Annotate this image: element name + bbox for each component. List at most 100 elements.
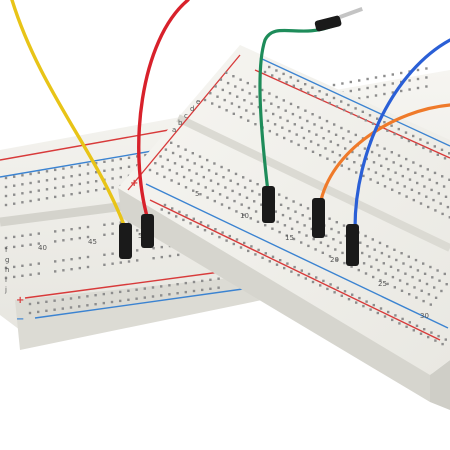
breadboard-hole xyxy=(4,236,8,240)
breadboard-hole xyxy=(62,229,65,232)
breadboard-hole xyxy=(270,102,273,105)
breadboard-hole xyxy=(307,91,310,94)
breadboard-hole xyxy=(256,183,259,186)
breadboard-hole xyxy=(4,246,8,250)
breadboard-hole xyxy=(176,283,179,286)
breadboard-hole xyxy=(328,217,331,220)
breadboard-hole xyxy=(440,148,444,151)
breadboard-hole xyxy=(13,175,16,178)
breadboard-hole xyxy=(217,286,220,289)
breadboard-hole xyxy=(281,213,285,217)
breadboard-hole xyxy=(235,210,238,213)
breadboard-hole xyxy=(369,308,372,311)
breadboard-hole xyxy=(383,83,386,87)
breadboard-hole xyxy=(201,279,204,283)
breadboard-hole xyxy=(431,276,434,279)
breadboard-hole xyxy=(156,172,159,175)
breadboard-hole xyxy=(397,154,401,157)
breadboard-hole xyxy=(29,199,32,203)
breadboard-hole xyxy=(376,144,379,147)
breadboard-hole xyxy=(70,258,73,261)
breadboard-hole xyxy=(396,181,399,185)
breadboard-hole xyxy=(439,202,442,205)
breadboard-hole xyxy=(236,95,239,98)
breadboard-hole xyxy=(62,185,65,188)
breadboard-hole xyxy=(343,290,347,293)
breadboard-hole xyxy=(167,211,171,215)
breadboard-hole xyxy=(422,146,425,150)
breadboard-hole xyxy=(434,296,438,299)
breadboard-hole xyxy=(385,157,388,161)
breadboard-hole xyxy=(163,175,166,179)
back-rail-red-top xyxy=(0,127,181,161)
breadboard-hole xyxy=(206,158,209,162)
breadboard-hole xyxy=(207,169,211,172)
breadboard-hole xyxy=(404,272,407,275)
breadboard-hole xyxy=(70,166,73,169)
back-column-number-40: 40 xyxy=(38,244,47,252)
breadboard-hole xyxy=(354,133,357,137)
breadboard-hole xyxy=(4,185,8,189)
breadboard-hole xyxy=(357,268,360,272)
breadboard-hole xyxy=(70,184,73,187)
breadboard-hole xyxy=(245,196,249,199)
breadboard-hole xyxy=(397,269,400,272)
breadboard-hole xyxy=(168,293,171,296)
breadboard-hole xyxy=(271,74,274,77)
breadboard-hole xyxy=(412,329,415,332)
breadboard-hole xyxy=(268,129,271,133)
breadboard-hole xyxy=(416,68,420,72)
breadboard-hole xyxy=(197,182,200,186)
breadboard-hole xyxy=(406,282,409,286)
breadboard-hole xyxy=(177,182,180,185)
breadboard-hole xyxy=(184,148,187,151)
back-column-number-45: 45 xyxy=(88,238,97,246)
breadboard-hole xyxy=(37,189,40,192)
breadboard-hole xyxy=(420,289,423,292)
breadboard-hole xyxy=(94,294,97,297)
breadboard-hole xyxy=(300,126,304,129)
breadboard-hole xyxy=(249,217,252,220)
breadboard-hole xyxy=(160,208,163,211)
breadboard-hole xyxy=(408,321,411,324)
breadboard-hole xyxy=(434,339,437,342)
breadboard-hole xyxy=(292,200,295,203)
breadboard-hole xyxy=(86,225,90,229)
breadboard-hole xyxy=(111,232,114,235)
breadboard-hole xyxy=(387,168,390,171)
breadboard-hole xyxy=(215,172,218,175)
breadboard-hole xyxy=(395,258,398,262)
breadboard-hole xyxy=(314,248,317,251)
breadboard-hole xyxy=(271,227,274,230)
breadboard-hole xyxy=(387,310,390,314)
breadboard-hole xyxy=(154,162,157,165)
breadboard-hole xyxy=(355,301,358,304)
breadboard-hole xyxy=(111,222,114,225)
blue-wire xyxy=(353,38,450,230)
breadboard-hole xyxy=(401,317,404,321)
breadboard-hole xyxy=(111,262,114,265)
breadboard-hole xyxy=(195,172,198,175)
breadboard-hole xyxy=(374,76,378,79)
breadboard-hole xyxy=(78,266,81,270)
breadboard-hole xyxy=(391,318,394,322)
breadboard-hole xyxy=(127,165,131,168)
front-column-number-10: 10 xyxy=(240,212,249,220)
breadboard-hole xyxy=(95,162,98,165)
breadboard-hole xyxy=(29,263,32,266)
breadboard-hole xyxy=(437,192,440,195)
breadboard-hole xyxy=(441,212,444,216)
breadboard-hole xyxy=(433,145,436,148)
breadboard-hole xyxy=(344,234,348,238)
back-rail-blue-bottom xyxy=(34,287,251,319)
breadboard-hole xyxy=(21,201,24,204)
breadboard-hole xyxy=(21,183,24,186)
breadboard-hole xyxy=(21,264,24,267)
breadboard-hole xyxy=(184,290,187,294)
breadboard-hole xyxy=(383,121,386,124)
breadboard-hole xyxy=(224,186,227,189)
front-row-letter-b: b xyxy=(178,119,183,127)
breadboard-hole xyxy=(302,136,306,140)
breadboard-hole xyxy=(264,109,268,112)
breadboard-hole xyxy=(37,262,40,265)
